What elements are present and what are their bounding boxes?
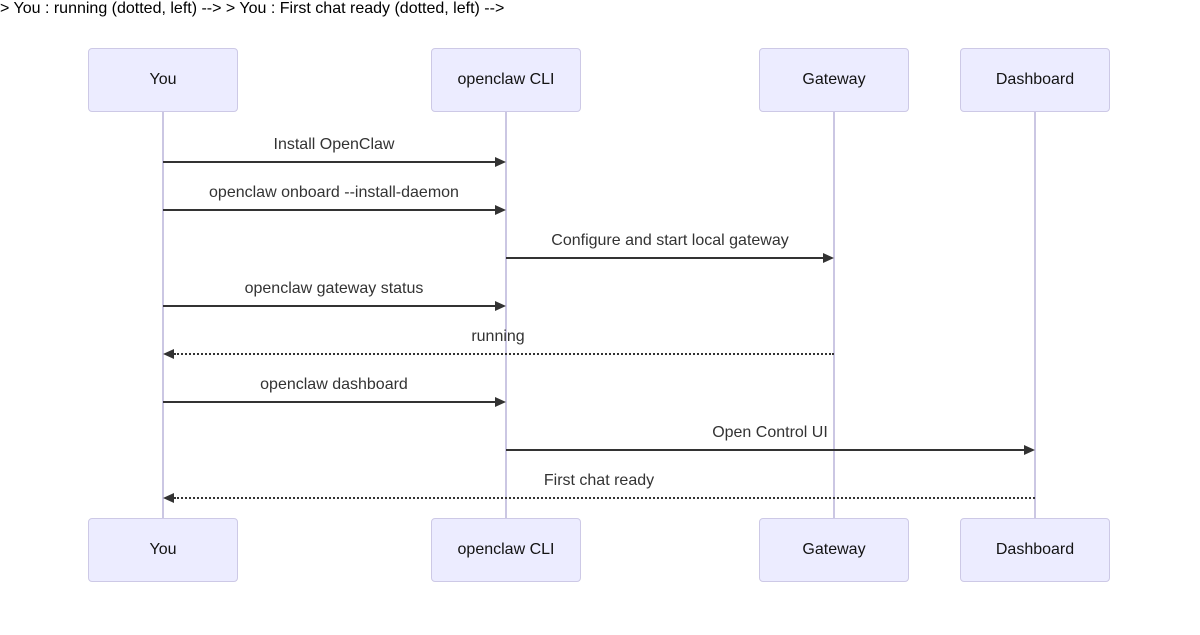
message-line <box>506 449 1024 451</box>
message-line <box>506 257 823 259</box>
actor-label: Gateway <box>802 71 866 88</box>
message-label: running <box>471 328 525 345</box>
actor-label: You <box>149 541 177 558</box>
actor-label: Dashboard <box>995 71 1075 88</box>
message-line <box>174 497 1035 499</box>
actor-bottom-you: You <box>88 518 238 582</box>
message-label: openclaw gateway status <box>244 280 424 297</box>
message-line <box>163 209 495 211</box>
message-label: openclaw onboard --install-daemon <box>209 184 459 201</box>
arrowhead-left-icon <box>163 493 174 503</box>
actor-label: Dashboard <box>995 541 1075 558</box>
actor-bottom-gateway: Gateway <box>759 518 909 582</box>
lifeline-gateway <box>833 112 835 518</box>
arrowhead-right-icon <box>495 301 506 311</box>
message-label: Configure and start local gateway <box>551 232 789 249</box>
actor-top-gateway: Gateway <box>759 48 909 112</box>
actor-label: Gateway <box>802 541 866 558</box>
message-label: Install OpenClaw <box>273 136 395 153</box>
actor-label: openclaw CLI <box>457 541 555 558</box>
message-label: openclaw dashboard <box>260 376 408 393</box>
arrowhead-right-icon <box>495 397 506 407</box>
message-label: First chat ready <box>543 472 655 489</box>
message-line <box>174 353 834 355</box>
actor-bottom-openclaw-cli: openclaw CLI <box>431 518 581 582</box>
lifeline-openclaw-cli <box>505 112 507 518</box>
message-line <box>163 161 495 163</box>
lifeline-dashboard <box>1034 112 1036 518</box>
message-line <box>163 305 495 307</box>
actor-label: openclaw CLI <box>457 71 555 88</box>
actor-top-you: You <box>88 48 238 112</box>
arrowhead-right-icon <box>495 205 506 215</box>
arrowhead-right-icon <box>495 157 506 167</box>
lifeline-you <box>162 112 164 518</box>
arrowhead-left-icon <box>163 349 174 359</box>
message-line <box>163 401 495 403</box>
actor-top-openclaw-cli: openclaw CLI <box>431 48 581 112</box>
actor-label: You <box>149 71 177 88</box>
arrowhead-right-icon <box>1024 445 1035 455</box>
actor-top-dashboard: Dashboard <box>960 48 1110 112</box>
actor-bottom-dashboard: Dashboard <box>960 518 1110 582</box>
arrowhead-right-icon <box>823 253 834 263</box>
message-label: Open Control UI <box>712 424 828 441</box>
